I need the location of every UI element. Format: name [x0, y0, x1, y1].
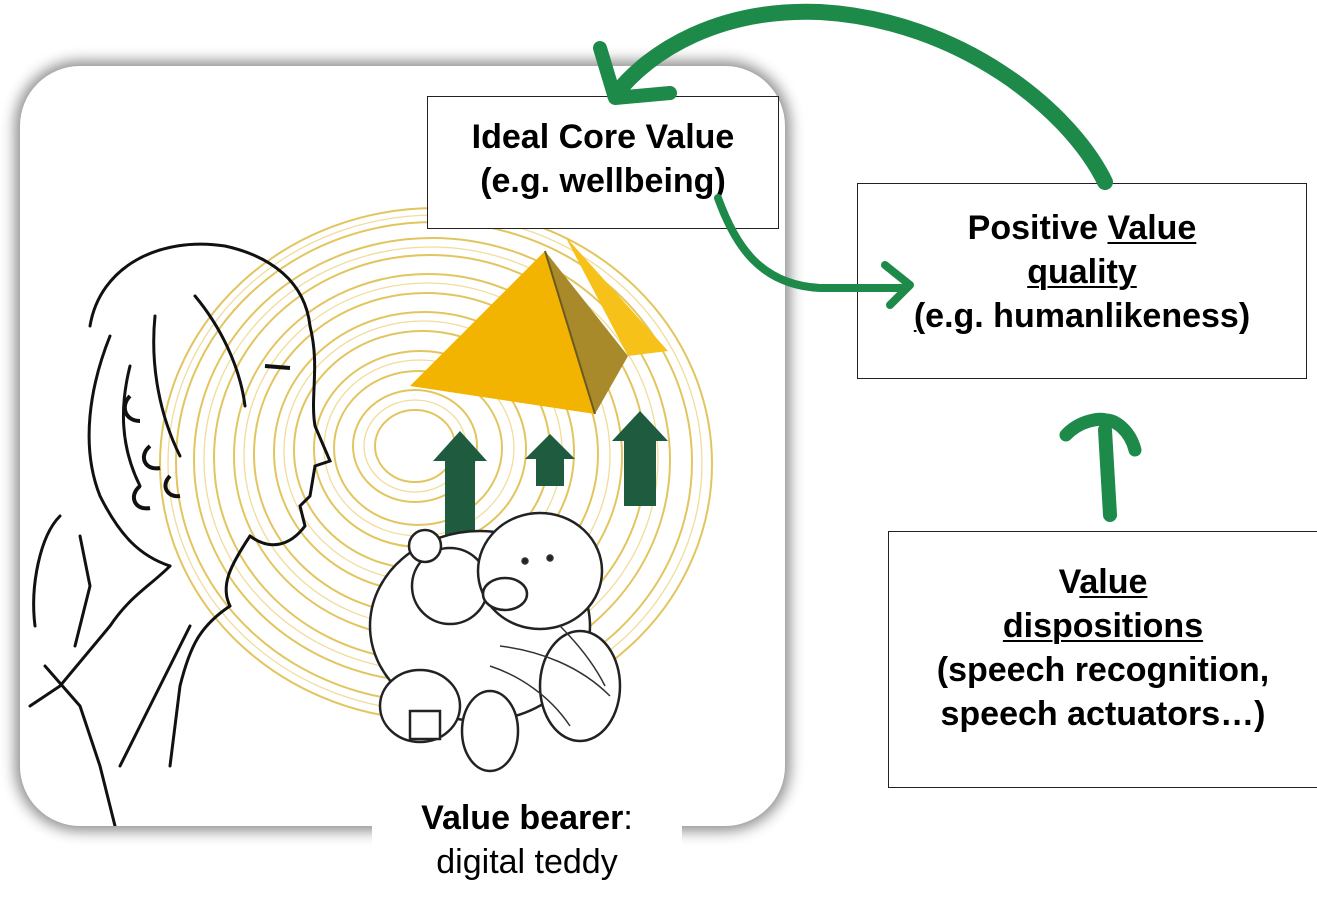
dispositions-line1: Value [889, 560, 1317, 604]
value-bearer-colon: : [623, 799, 633, 837]
core-value-example: (e.g. wellbeing) [480, 162, 726, 200]
core-value-title: Ideal Core Value [471, 118, 735, 156]
value-bearer-example: digital teddy [436, 843, 618, 881]
value-quality-value: Value [1107, 209, 1197, 247]
value-quality-line2: quality [858, 250, 1306, 294]
dispositions-line2: dispositions [889, 604, 1317, 648]
woman-figure [28, 242, 333, 826]
value-bearer-label: Value bearer: digital teddy [372, 790, 682, 902]
value-quality-box: Positive Value quality (e.g. humanlikene… [857, 183, 1307, 379]
value-dispositions-box: Value dispositions (speech recognition, … [888, 531, 1317, 788]
value-quality-paren: ( [913, 297, 926, 335]
ideal-core-value-box: Ideal Core Value (e.g. wellbeing) [427, 96, 779, 229]
dispositions-example-2: speech actuators…) [940, 695, 1266, 733]
pyramid-icon [410, 236, 668, 415]
teddy-bear-figure [368, 511, 622, 773]
illustration-drawing [28, 207, 713, 826]
value-quality-line1: Positive Value [858, 206, 1306, 250]
dispositions-word: dispositions [1002, 607, 1204, 645]
dispositions-alue: alue [1079, 563, 1148, 601]
value-quality-quality: quality [1027, 253, 1137, 291]
growth-arrows-icon [433, 411, 668, 536]
value-bearer-term: Value bearer [421, 799, 624, 837]
dispositions-example-1: (speech recognition, [936, 651, 1270, 689]
dispositions-v: V [1058, 563, 1080, 601]
value-quality-line3: (e.g. humanlikeness) [858, 294, 1306, 338]
arrow-dispositions-to-quality [1098, 423, 1117, 522]
arrow-dispositions-head-icon [1059, 412, 1142, 457]
value-quality-positive: Positive [967, 209, 1108, 247]
value-bearer-line1: Value bearer: [372, 796, 682, 840]
value-quality-example: e.g. humanlikeness) [925, 297, 1251, 335]
